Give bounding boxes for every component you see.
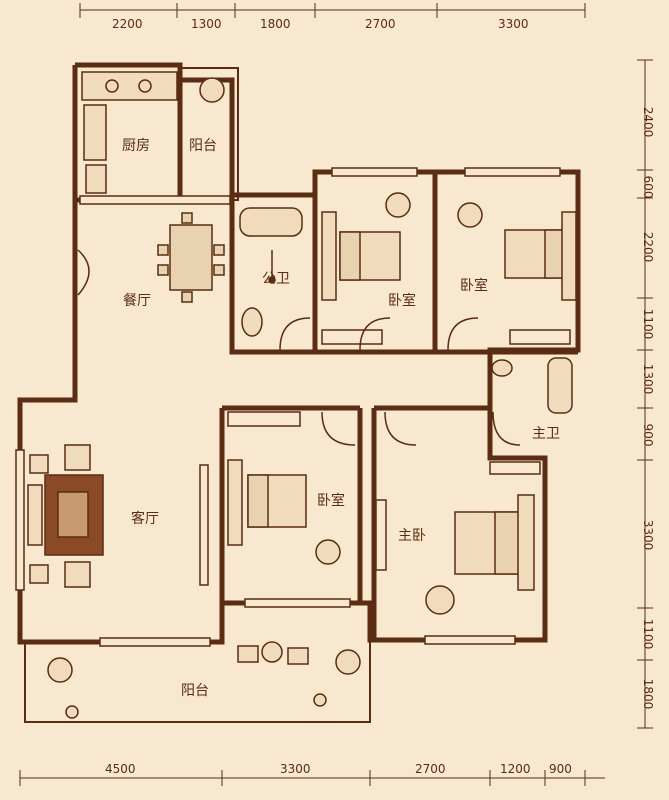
dim-right-6: 900 bbox=[641, 423, 655, 447]
dim-right-7: 3300 bbox=[641, 519, 655, 551]
dim-bottom-3: 2700 bbox=[415, 762, 446, 776]
room-label-bedroom-3: 卧室 bbox=[317, 493, 345, 509]
dim-right-9: 1800 bbox=[641, 678, 655, 710]
bed-2 bbox=[457, 202, 577, 345]
bed-3 bbox=[227, 411, 341, 565]
room-label-bedroom-2: 卧室 bbox=[460, 278, 488, 294]
room-label-public-bath: 公卫 bbox=[262, 271, 290, 287]
living-sofa bbox=[27, 444, 104, 588]
master-bed bbox=[425, 461, 541, 615]
dim-bottom-4: 1200 bbox=[500, 762, 531, 776]
balcony-furniture bbox=[47, 77, 361, 719]
dim-bottom-5: 900 bbox=[549, 762, 572, 776]
room-label-balcony-top: 阳台 bbox=[189, 138, 217, 154]
dim-right-2: 600 bbox=[641, 175, 655, 199]
dim-bottom-2: 3300 bbox=[280, 762, 311, 776]
dim-right-4: 1100 bbox=[641, 308, 655, 340]
kitchen-fixtures bbox=[81, 71, 178, 194]
dim-right-3: 2200 bbox=[641, 231, 655, 263]
public-bath-fixtures bbox=[239, 207, 303, 337]
dim-top-2: 1300 bbox=[191, 17, 222, 31]
room-label-kitchen: 厨房 bbox=[122, 138, 150, 154]
dim-right-8: 1100 bbox=[641, 618, 655, 650]
doors bbox=[77, 249, 521, 446]
dim-top-3: 1800 bbox=[260, 17, 291, 31]
windows bbox=[15, 167, 561, 647]
dim-top-1: 2200 bbox=[112, 17, 143, 31]
dim-bottom-1: 4500 bbox=[105, 762, 136, 776]
dimension-lines bbox=[19, 3, 653, 786]
room-label-dining: 餐厅 bbox=[123, 293, 151, 309]
room-label-living: 客厅 bbox=[131, 511, 159, 527]
dining-table bbox=[157, 212, 225, 303]
room-label-master-bath: 主卫 bbox=[532, 426, 560, 442]
bed-1 bbox=[321, 192, 411, 345]
room-label-master-bedroom: 主卧 bbox=[398, 528, 426, 544]
master-bath-fixtures bbox=[491, 357, 573, 414]
dim-top-5: 3300 bbox=[498, 17, 529, 31]
room-label-balcony-bottom: 阳台 bbox=[181, 683, 209, 699]
dim-top-4: 2700 bbox=[365, 17, 396, 31]
dim-right-1: 2400 bbox=[641, 106, 655, 138]
room-label-bedroom-1: 卧室 bbox=[388, 293, 416, 309]
dim-right-5: 1300 bbox=[641, 363, 655, 395]
